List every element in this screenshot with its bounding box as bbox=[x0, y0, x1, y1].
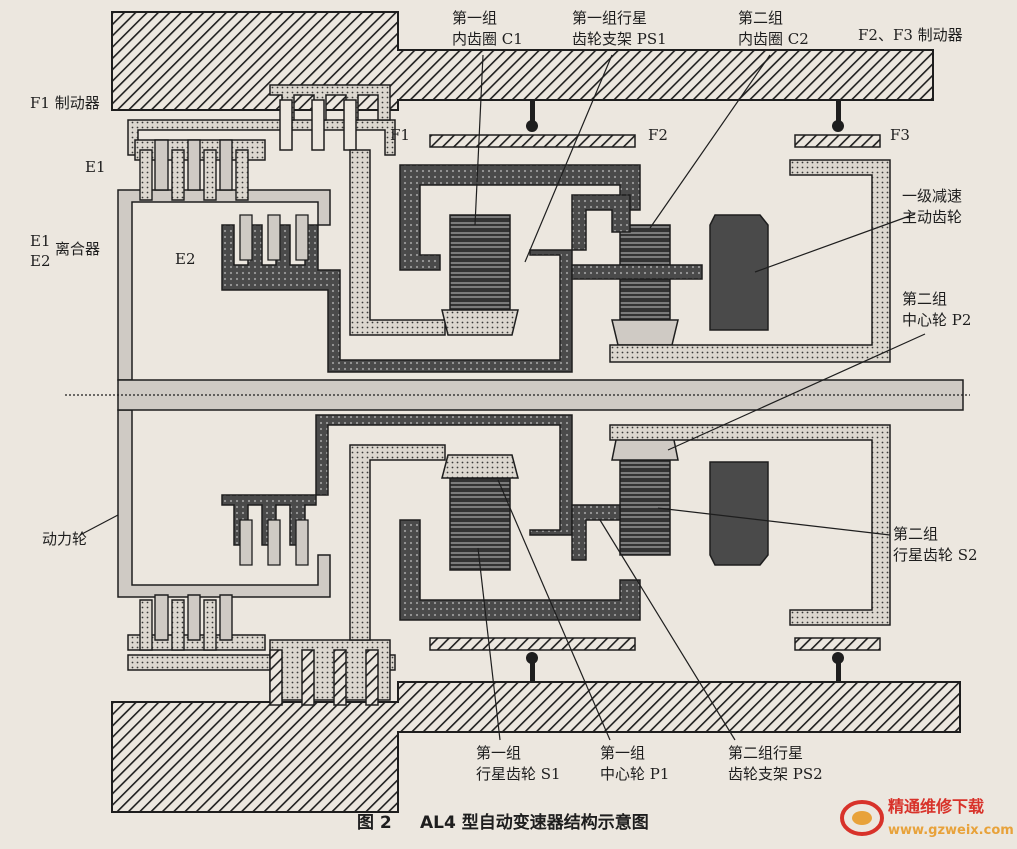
label-e2: E2 bbox=[175, 250, 196, 268]
f3-band-top bbox=[794, 134, 881, 148]
watermark-swirl-icon bbox=[840, 800, 884, 836]
reduction-drive-gear bbox=[709, 214, 769, 566]
label-p2-line1: 第二组 bbox=[902, 290, 947, 308]
planet-gear-s1-top bbox=[449, 214, 511, 311]
transmission-housing bbox=[111, 11, 961, 813]
label-reduction-gear-line2: 主动齿轮 bbox=[902, 208, 962, 226]
label-e1: E1 bbox=[85, 158, 106, 176]
f2-f3-brake-drum bbox=[429, 100, 891, 682]
f2-band-bottom bbox=[429, 637, 636, 651]
label-ps2-line1: 第二组行星 bbox=[728, 744, 803, 762]
label-c1-line1: 第一组 bbox=[452, 9, 497, 27]
figure-caption: 图 2 AL4 型自动变速器结构示意图 bbox=[357, 812, 649, 833]
caption-title: AL4 型自动变速器结构示意图 bbox=[420, 812, 649, 833]
label-s1-line2: 行星齿轮 S1 bbox=[476, 765, 561, 783]
label-ps1-line1: 第一组行星 bbox=[572, 9, 647, 27]
label-p2-line2: 中心轮 P2 bbox=[902, 311, 971, 329]
label-turbine: 动力轮 bbox=[42, 530, 87, 548]
leader-lines bbox=[79, 54, 926, 741]
watermark-url: www.gzweix.com bbox=[888, 823, 1014, 838]
watermark-logo: 精通维修下载 www.gzweix.com bbox=[840, 797, 1014, 838]
labels: 第一组 内齿圈 C1 第一组行星 齿轮支架 PS1 第二组 内齿圈 C2 F2、… bbox=[30, 9, 978, 783]
label-reduction-gear-line1: 一级减速 bbox=[902, 187, 962, 205]
label-e1e2-clutch-e2: E2 bbox=[30, 252, 51, 270]
label-s1-line1: 第一组 bbox=[476, 744, 521, 762]
label-f3: F3 bbox=[890, 126, 910, 144]
label-c2-line1: 第二组 bbox=[738, 9, 783, 27]
label-s2-line2: 行星齿轮 S2 bbox=[893, 546, 978, 564]
label-f1-brake: F1 制动器 bbox=[30, 94, 100, 112]
planet-gear-s1-bottom bbox=[449, 474, 511, 571]
label-f2-f3-brake: F2、F3 制动器 bbox=[858, 26, 963, 44]
planet-gears bbox=[441, 214, 679, 571]
f3-band-bottom bbox=[794, 637, 881, 651]
label-ps2-line2: 齿轮支架 PS2 bbox=[728, 765, 823, 783]
e2-clutch bbox=[221, 214, 573, 566]
label-s2-line1: 第二组 bbox=[893, 525, 938, 543]
planet-gear-s2-bottom bbox=[619, 459, 671, 556]
label-ps1-line2: 齿轮支架 PS1 bbox=[572, 30, 667, 48]
label-f1: F1 bbox=[390, 126, 410, 144]
label-f2: F2 bbox=[648, 126, 668, 144]
label-c2-line2: 内齿圈 C2 bbox=[738, 30, 809, 48]
label-p1-line2: 中心轮 P1 bbox=[600, 765, 669, 783]
label-e1e2-clutch-name: 离合器 bbox=[55, 240, 100, 258]
f2-band-top bbox=[429, 134, 636, 148]
label-c1-line2: 内齿圈 C1 bbox=[452, 30, 523, 48]
second-ring-gear-c2 bbox=[571, 194, 703, 561]
caption-figure-number: 图 2 bbox=[357, 813, 392, 833]
first-ring-gear-c1 bbox=[349, 149, 641, 641]
label-e1e2-clutch-e1: E1 bbox=[30, 232, 51, 250]
watermark-name: 精通维修下载 bbox=[888, 797, 984, 816]
label-p1-line1: 第一组 bbox=[600, 744, 645, 762]
turbine-drum bbox=[117, 139, 331, 651]
center-shaft bbox=[65, 379, 970, 411]
